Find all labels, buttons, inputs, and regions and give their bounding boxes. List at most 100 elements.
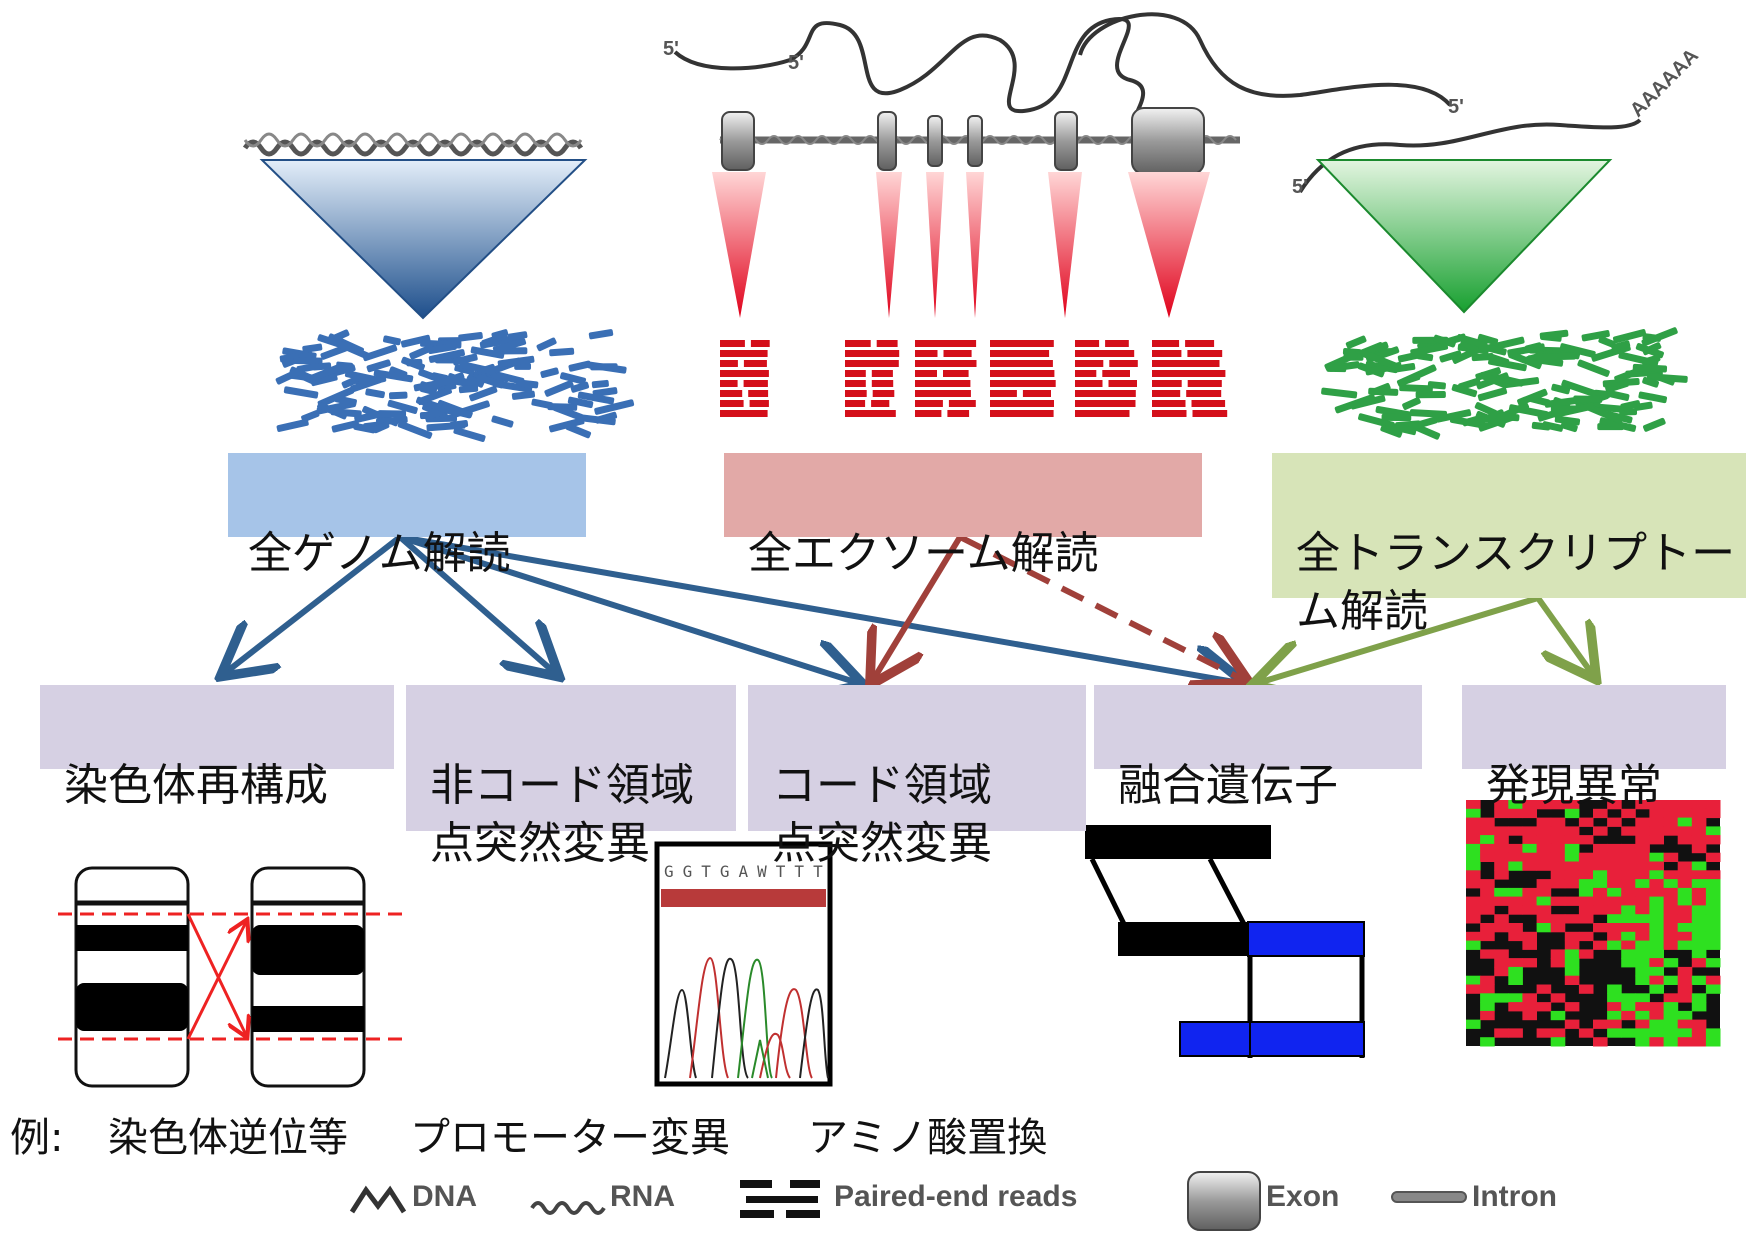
heatmap-cell [1480, 896, 1495, 906]
read-fragment [943, 370, 969, 377]
read-fragment [1075, 390, 1136, 397]
exon-icon [1187, 1171, 1261, 1231]
heatmap-cell [1677, 879, 1693, 889]
heatmap-cell [1494, 887, 1509, 898]
read-fragment [1559, 343, 1596, 358]
read-fragment [1539, 329, 1569, 340]
heatmap-cell [1705, 958, 1721, 968]
heatmap-cell [1635, 1028, 1650, 1038]
read-fragment [275, 367, 303, 385]
outcome-chromosome-box: 染色体再構成 [40, 685, 394, 811]
heatmap-cell [1607, 1010, 1622, 1021]
heatmap-cell [1677, 887, 1693, 898]
heatmap-cell [1480, 1002, 1495, 1012]
heatmap-cell [1607, 923, 1622, 933]
heatmap-cell [1564, 879, 1580, 889]
heatmap-cell [1466, 896, 1481, 906]
heatmap-cell [1508, 852, 1523, 862]
read-fragment [720, 380, 738, 387]
heatmap-cell [1550, 800, 1566, 810]
heatmap-cell [1677, 993, 1693, 1003]
heatmap-cell [1494, 808, 1509, 819]
legend-intron-label: Intron [1472, 1180, 1557, 1213]
read-fragment [845, 400, 866, 407]
heatmap-cell [1621, 861, 1636, 871]
read-fragment [507, 331, 528, 341]
heatmap-cell [1663, 852, 1679, 862]
rna-arrows [1258, 595, 1593, 683]
heatmap-cell [1607, 870, 1622, 880]
heatmap-cell [1593, 1019, 1608, 1029]
read-fragment [1381, 413, 1412, 422]
read-fragment [426, 372, 465, 392]
read-fragment [388, 391, 408, 400]
read-fragment [341, 373, 366, 389]
heatmap-cell [1550, 1028, 1566, 1038]
read-fragment [1560, 421, 1578, 433]
heatmap-cell [1480, 879, 1495, 889]
heatmap-cell [1550, 826, 1566, 836]
heatmap-cell [1677, 1010, 1693, 1021]
heatmap-cell [1677, 1037, 1693, 1047]
read-fragment [358, 377, 378, 385]
read-fragment [1643, 417, 1666, 432]
read-fragment [491, 329, 509, 340]
heatmap-cell [1508, 843, 1523, 854]
read-fragment [276, 418, 309, 432]
read-fragment [317, 387, 355, 408]
heatmap-cell [1536, 835, 1552, 845]
read-fragment [536, 337, 557, 352]
heatmap-cell [1691, 1002, 1707, 1012]
heatmap-cell [1649, 1002, 1664, 1012]
heatmap-cell [1691, 826, 1707, 836]
read-fragment [570, 381, 590, 393]
heatmap-cell [1550, 993, 1566, 1003]
read-fragment [1075, 350, 1135, 357]
heatmap-cell [1494, 800, 1509, 810]
read-fragment [1642, 376, 1659, 388]
heatmap-cell [1522, 905, 1537, 915]
heatmap-cell [1649, 800, 1664, 810]
read-fragment [466, 375, 485, 388]
heatmap-cell [1466, 1019, 1481, 1029]
read-fragment [567, 396, 594, 409]
heatmap-cell [1536, 984, 1552, 994]
read-fragment [1487, 372, 1524, 387]
heatmap-cell [1621, 1010, 1636, 1021]
read-fragment [511, 390, 536, 400]
read-fragment [1620, 400, 1641, 411]
heatmap-cell [1635, 1002, 1650, 1012]
read-fragment [458, 332, 483, 342]
read-fragment [1611, 340, 1631, 352]
read-fragment [1187, 380, 1222, 387]
read-fragment [1402, 397, 1421, 410]
heatmap-cell [1621, 852, 1636, 862]
heatmap-cell [1578, 879, 1594, 889]
heatmap-cell [1522, 896, 1537, 906]
heatmap-cell [1635, 949, 1650, 959]
heatmap-cell [1593, 808, 1608, 819]
heatmap-cell [1649, 905, 1664, 915]
read-fragment [1345, 335, 1367, 349]
exon-2 [877, 111, 897, 171]
read-fragment [587, 361, 627, 374]
read-fragment [749, 400, 769, 407]
heatmap-cell [1550, 852, 1566, 862]
heatmap-cell [1508, 896, 1523, 906]
rna-icon [530, 1201, 606, 1215]
heatmap-cell [1550, 896, 1566, 906]
outcome-expression-box: 発現異常 [1462, 685, 1726, 811]
heatmap-cell [1508, 1002, 1523, 1012]
read-fragment [915, 350, 938, 357]
outcome-noncoding-label: 非コード領域 点突然変異 [430, 760, 694, 869]
heatmap-cell [1508, 861, 1523, 871]
heatmap-cell [1691, 914, 1707, 924]
heatmap-cell [1466, 852, 1481, 862]
heatmap-cell [1494, 949, 1509, 959]
heatmap-cell [1522, 808, 1537, 819]
read-fragment [397, 420, 433, 439]
read-fragment [440, 405, 472, 419]
read-fragment [845, 380, 866, 387]
heatmap-cell [1522, 843, 1537, 854]
heatmap-cell [1564, 914, 1580, 924]
